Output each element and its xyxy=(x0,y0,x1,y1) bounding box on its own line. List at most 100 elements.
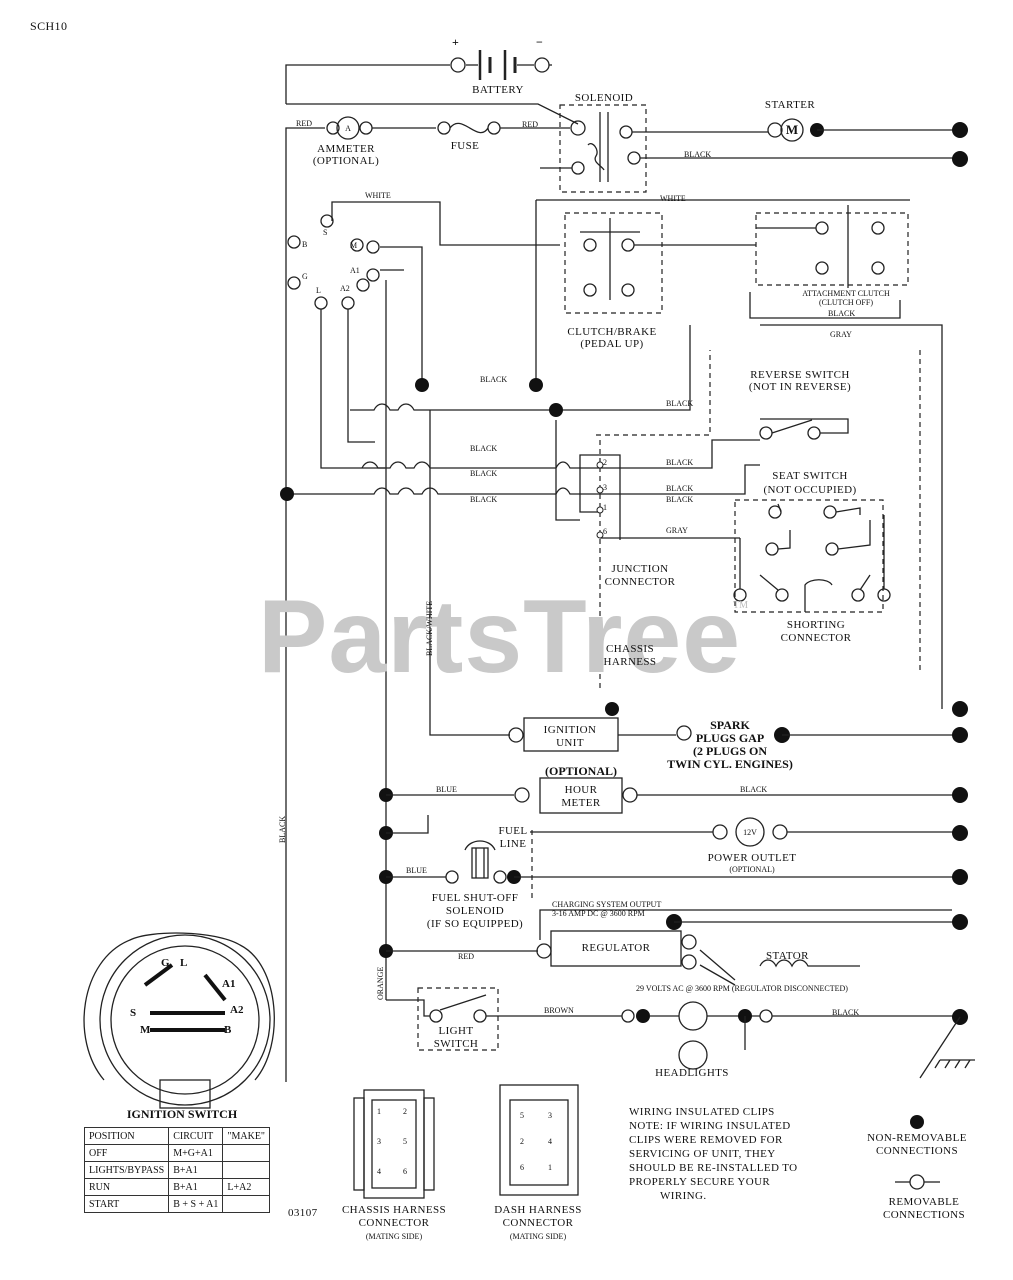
table-cell xyxy=(222,1144,271,1162)
junction-pin-6: 6 xyxy=(603,527,607,536)
ign-switch-terminal-a2: A2 xyxy=(230,1004,244,1016)
dash-connector-label-2: CONNECTOR xyxy=(502,1217,574,1229)
connector-drawings xyxy=(353,1084,579,1199)
junction-connector xyxy=(596,440,604,690)
wire-black-white: BLACK/WHITE xyxy=(425,600,434,656)
junction-connector-label-2: CONNECTOR xyxy=(604,576,676,588)
ignition-unit-block xyxy=(508,690,968,752)
battery-symbol xyxy=(285,50,579,125)
stator-ac-label: 29 VOLTS AC @ 3600 RPM (REGULATOR DISCON… xyxy=(636,984,848,993)
ign-switch-terminal-l: L xyxy=(180,957,188,969)
seat-switch-block xyxy=(733,499,891,613)
ignition-terminals xyxy=(285,201,560,1082)
wire-red-left: RED xyxy=(296,119,312,128)
chassis-pin: 2 xyxy=(403,1107,407,1116)
chassis-connector-label-3: (MATING SIDE) xyxy=(365,1232,423,1241)
ign-switch-terminal-a1: A1 xyxy=(222,978,236,990)
shorting-connector-label-1: SHORTING xyxy=(786,619,846,631)
page-code: SCH10 xyxy=(30,19,68,33)
chassis-harness-label-2: HARNESS xyxy=(603,656,657,668)
table-row: OFF M+G+A1 xyxy=(83,1144,271,1162)
clips-note-line-3: CLIPS WERE REMOVED FOR xyxy=(629,1134,783,1146)
reverse-switch-sub-label: (NOT IN REVERSE) xyxy=(748,381,852,393)
ignition-terminal-g: G xyxy=(302,272,308,281)
hour-meter-label-1: HOUR xyxy=(564,784,598,796)
legend-removable-1: REMOVABLE xyxy=(888,1196,960,1208)
wire-black-solenoid: BLACK xyxy=(684,150,712,159)
wire-black-headlight: BLACK xyxy=(832,1008,860,1017)
dash-pin: 5 xyxy=(520,1111,524,1120)
legend-removable-2: CONNECTIONS xyxy=(882,1209,966,1221)
chassis-pin: 5 xyxy=(403,1137,407,1146)
ign-switch-terminal-g: G xyxy=(161,957,170,969)
clutch-brake-sub-label: (PEDAL UP) xyxy=(580,338,644,350)
chassis-pin: 3 xyxy=(377,1137,381,1146)
power-outlet-symbol: 12V xyxy=(743,828,757,837)
battery-plus-label: + xyxy=(452,35,459,49)
ignition-terminal-b: B xyxy=(302,240,308,249)
ignition-unit-label-2: UNIT xyxy=(556,737,584,749)
charging-output-label-2: 3-16 AMP DC @ 3600 RPM xyxy=(552,909,645,918)
starter-motor-symbol: M xyxy=(785,122,799,137)
clips-note-line-4: SERVICING OF UNIT, THEY xyxy=(629,1148,776,1160)
legend-symbols xyxy=(895,1115,940,1190)
table-cell: OFF xyxy=(83,1144,170,1162)
wire-black-r4: BLACK xyxy=(666,495,694,504)
ignition-switch-title: IGNITION SWITCH xyxy=(126,1107,238,1121)
clips-note-line-6: PROPERLY SECURE YOUR xyxy=(629,1176,771,1188)
table-row: START B + S + A1 xyxy=(83,1195,271,1213)
ignition-terminal-s: S xyxy=(323,228,328,237)
wire-white-right: WHITE xyxy=(660,194,686,203)
dash-pin: 1 xyxy=(548,1163,552,1172)
table-cell: B+A1 xyxy=(168,1178,224,1196)
clutch-switches xyxy=(535,199,943,690)
chassis-connector-label-2: CONNECTOR xyxy=(358,1217,430,1229)
table-header-cell: CIRCUIT xyxy=(168,1127,224,1145)
spark-plugs-label-1: SPARK xyxy=(710,718,750,732)
clips-note-line-2: NOTE: IF WIRING INSULATED xyxy=(629,1120,791,1132)
battery-label: BATTERY xyxy=(472,84,524,96)
ignition-terminal-l: L xyxy=(316,286,321,295)
fuse-label: FUSE xyxy=(450,140,480,152)
ignition-switch-table: POSITION CIRCUIT "MAKE" OFF M+G+A1 LIGHT… xyxy=(83,1127,271,1213)
junction-pin-2: 2 xyxy=(603,458,607,467)
table-cell: RUN xyxy=(83,1178,170,1196)
fuel-line-label-2: LINE xyxy=(499,838,527,850)
wire-black-attachment: BLACK xyxy=(828,309,856,318)
ignition-switch-drawing xyxy=(83,932,275,1109)
wire-red-regulator: RED xyxy=(458,952,474,961)
hour-meter-optional-label: (OPTIONAL) xyxy=(545,764,617,778)
solenoid-label: SOLENOID xyxy=(574,92,634,104)
attachment-clutch-sub-label: (CLUTCH OFF) xyxy=(818,298,874,307)
dash-pin: 6 xyxy=(520,1163,524,1172)
light-switch-label-2: SWITCH xyxy=(433,1038,479,1050)
ammeter-label: AMMETER xyxy=(317,143,375,155)
charging-output-label-1: CHARGING SYSTEM OUTPUT xyxy=(552,900,662,909)
lighting-circuit xyxy=(386,987,975,1079)
figure-number: 03107 xyxy=(288,1207,318,1219)
dash-pin: 4 xyxy=(548,1137,552,1146)
wire-black-j1: BLACK xyxy=(470,444,498,453)
battery-minus-label: − xyxy=(536,35,543,49)
table-header-cell: POSITION xyxy=(83,1127,170,1145)
wire-black-j3: BLACK xyxy=(470,495,498,504)
table-cell xyxy=(222,1195,271,1213)
table-header-row: POSITION CIRCUIT "MAKE" xyxy=(83,1127,271,1145)
fuel-solenoid-label-1: FUEL SHUT-OFF xyxy=(431,892,519,904)
ignition-terminal-a1: A1 xyxy=(350,266,360,275)
wire-gray-top: GRAY xyxy=(830,330,852,339)
dash-connector-label-1: DASH HARNESS xyxy=(494,1204,582,1216)
junction-pin-1: 1 xyxy=(603,503,607,512)
spark-plugs-label-3: (2 PLUGS ON xyxy=(692,744,768,758)
ign-switch-terminal-b: B xyxy=(224,1024,232,1036)
table-row: RUN B+A1 L+A2 xyxy=(83,1178,271,1196)
seat-switch-label: SEAT SWITCH xyxy=(772,470,848,482)
chassis-pin: 1 xyxy=(377,1107,381,1116)
chassis-pin: 6 xyxy=(403,1167,407,1176)
wire-black-r2: BLACK xyxy=(666,458,694,467)
legend-non-removable-2: CONNECTIONS xyxy=(875,1145,959,1157)
fuel-solenoid-label-3: (IF SO EQUIPPED) xyxy=(426,918,524,930)
ignition-unit-label-1: IGNITION xyxy=(543,724,597,736)
wire-black-hour: BLACK xyxy=(740,785,768,794)
fuel-solenoid-label-2: SOLENOID xyxy=(445,905,505,917)
